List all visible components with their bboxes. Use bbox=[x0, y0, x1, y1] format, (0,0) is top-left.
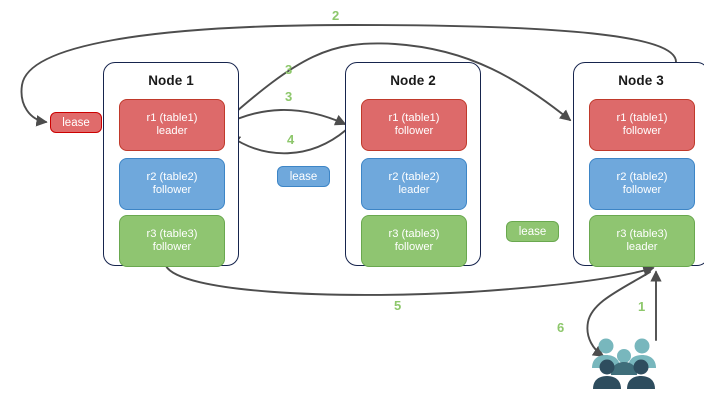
replica-r1[interactable]: r1 (table1) follower bbox=[589, 99, 695, 151]
replica-r2[interactable]: r2 (table2) follower bbox=[589, 158, 695, 210]
replica-name: r3 (table3) bbox=[616, 227, 668, 240]
edge-label-6: 6 bbox=[557, 320, 565, 335]
replica-role: leader bbox=[156, 125, 188, 137]
replica-name: r2 (table2) bbox=[146, 170, 198, 183]
replica-r1[interactable]: r1 (table1) leader bbox=[119, 99, 225, 151]
node-card-2[interactable]: Node 2 r1 (table1) follower r2 (table2) … bbox=[345, 62, 481, 267]
replica-name: r1 (table1) bbox=[388, 111, 440, 124]
replica-role: follower bbox=[394, 125, 434, 137]
lease-badge-blue[interactable]: lease bbox=[277, 166, 330, 187]
edge-label-5: 5 bbox=[394, 298, 402, 313]
replica-name: r3 (table3) bbox=[146, 227, 198, 240]
lease-badge-green[interactable]: lease bbox=[506, 221, 559, 242]
node-card-3[interactable]: Node 3 r1 (table1) follower r2 (table2) … bbox=[573, 62, 704, 267]
replica-role: follower bbox=[152, 241, 192, 253]
node-title: Node 3 bbox=[618, 73, 664, 88]
replica-r2[interactable]: r2 (table2) follower bbox=[119, 158, 225, 210]
replica-r3[interactable]: r3 (table3) follower bbox=[361, 215, 467, 267]
replica-r3[interactable]: r3 (table3) follower bbox=[119, 215, 225, 267]
node-title: Node 1 bbox=[148, 73, 194, 88]
replica-role: follower bbox=[622, 125, 662, 137]
replica-role: follower bbox=[622, 184, 662, 196]
replica-role: follower bbox=[152, 184, 192, 196]
replica-role: leader bbox=[626, 241, 658, 253]
replica-name: r1 (table1) bbox=[146, 111, 198, 124]
users-icon bbox=[588, 334, 660, 390]
edge-label-4: 4 bbox=[287, 132, 295, 147]
node-card-1[interactable]: Node 1 r1 (table1) leader r2 (table2) fo… bbox=[103, 62, 239, 267]
replica-r3[interactable]: r3 (table3) leader bbox=[589, 215, 695, 267]
replica-role: follower bbox=[394, 241, 434, 253]
replica-name: r3 (table3) bbox=[388, 227, 440, 240]
lease-badge-red[interactable]: lease bbox=[50, 112, 102, 133]
edge-label-2: 2 bbox=[332, 8, 340, 23]
edge-label-1: 1 bbox=[638, 299, 646, 314]
node-title: Node 2 bbox=[390, 73, 436, 88]
edge-label-3-long: 3 bbox=[285, 62, 293, 77]
edge-label-3-short: 3 bbox=[285, 89, 293, 104]
replica-name: r2 (table2) bbox=[616, 170, 668, 183]
replica-r1[interactable]: r1 (table1) follower bbox=[361, 99, 467, 151]
replica-name: r2 (table2) bbox=[388, 170, 440, 183]
replica-name: r1 (table1) bbox=[616, 111, 668, 124]
edge-5-path bbox=[165, 265, 655, 296]
edge-3-short-path bbox=[221, 109, 347, 127]
replica-role: leader bbox=[398, 184, 430, 196]
replica-r2[interactable]: r2 (table2) leader bbox=[361, 158, 467, 210]
